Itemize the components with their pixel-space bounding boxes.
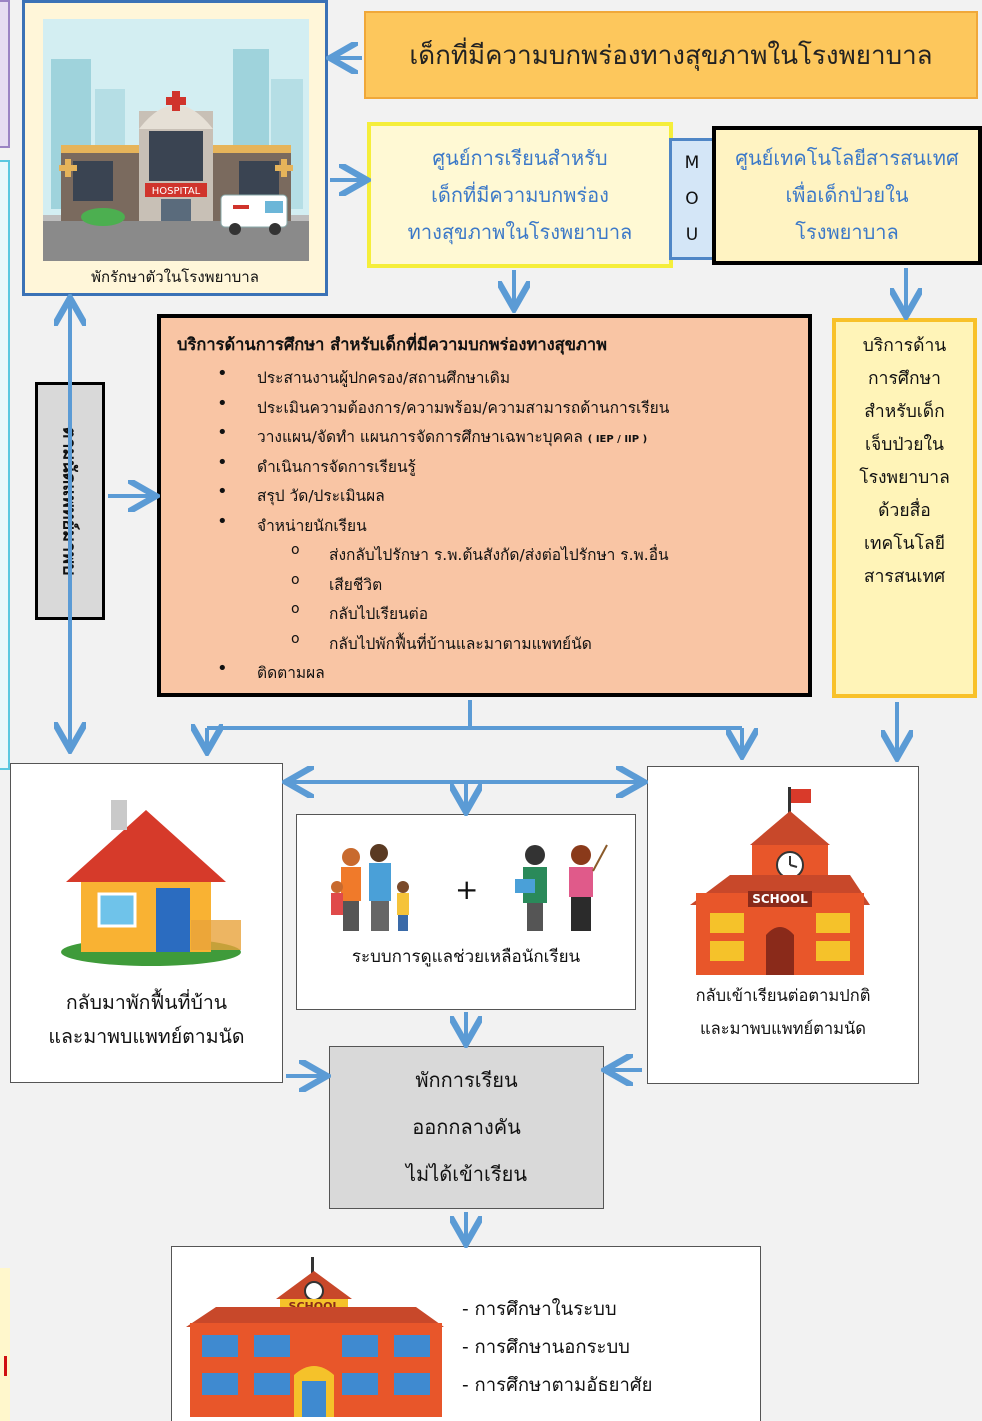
education-options-box: SCHOOL - การศึกษาในระบบ - การศึกษานอกระบ… (171, 1246, 761, 1421)
education-option: - การศึกษานอกระบบ (462, 1337, 630, 1358)
service-sub-item: กลับไปเรียนต่อ (177, 601, 808, 631)
home-line: และมาพบแพทย์ตามนัด (48, 1025, 245, 1048)
ict-service-line: การศึกษา (868, 369, 941, 389)
edge-mark-red (4, 1356, 7, 1376)
mou-letter: M (684, 153, 700, 173)
service-item: สรุป วัด/ประเมินผล (177, 481, 808, 513)
service-item: วางแผน/จัดทำ แผนการจัดการศึกษาเฉพาะบุคคล… (177, 422, 808, 454)
house-icon (61, 800, 241, 966)
ict-service-line: ด้วยสื่อ (878, 501, 931, 521)
ict-service-line: เทคโนโลยี (864, 534, 945, 554)
school-icon: SCHOOL (690, 787, 870, 975)
home-recovery-box: กลับมาพักฟื้นที่บ้าน และมาพบแพทย์ตามนัด (10, 763, 283, 1083)
iep-tag: ( IEP / IIP ) (587, 434, 648, 445)
school-line: กลับเข้าเรียนต่อตามปกติ (695, 986, 871, 1005)
hospital-label: พักรักษาตัวในโรงพยาบาล (91, 268, 259, 286)
dropout-line: พักการเรียน (415, 1068, 518, 1092)
learning-center-line: เด็กที่มีความบกพร่อง (431, 182, 609, 207)
home-line: กลับมาพักฟื้นที่บ้าน (65, 991, 228, 1014)
ict-center-box: ศูนย์เทคโนโลยีสารสนเทศ เพื่อเด็กป่วยใน โ… (712, 126, 982, 265)
doctor-appointment-label: ตามนัดแพทย์มาพบ (58, 426, 80, 576)
dropout-box: พักการเรียน ออกกลางคัน ไม่ได้เข้าเรียน (329, 1046, 604, 1209)
student-support-box: + ระบบการดูแลช่วยเหลือนักเรียน (296, 814, 636, 1010)
doctor-appointment-box: ตามนัดแพทย์มาพบ (35, 382, 105, 620)
hospital-box: HOSPITAL พักรักษาตัวในโรงพยาบาล (22, 0, 328, 296)
edge-box-purple (0, 0, 10, 148)
service-item: ประเมินความต้องการ/ความพร้อม/ความสามารถด… (177, 393, 808, 425)
ict-center-line: เพื่อเด็กป่วยใน (785, 183, 909, 207)
ict-service-line: สำหรับเด็ก (864, 402, 945, 422)
family-icon (331, 844, 409, 931)
learning-center-line: ทางสุขภาพในโรงพยาบาล (407, 219, 633, 244)
learning-center-line: ศูนย์การเรียนสำหรับ (432, 145, 608, 170)
mou-letter: U (685, 225, 699, 245)
ict-service-line: เจ็บป่วยใน (864, 435, 945, 455)
support-label: ระบบการดูแลช่วยเหลือนักเรียน (351, 947, 581, 967)
ict-service-line: โรงพยาบาล (859, 468, 950, 488)
dropout-line: ออกกลางคัน (412, 1115, 521, 1139)
ict-center-line: ศูนย์เทคโนโลยีสารสนเทศ (735, 146, 959, 170)
banner-title: เด็กที่มีความบกพร่องทางสุขภาพในโรงพยาบาล (364, 11, 978, 99)
edge-box-cyan (0, 160, 10, 770)
teachers-icon (515, 844, 608, 931)
service-sub-item: เสียชีวิต (177, 572, 808, 602)
hospital-sign: HOSPITAL (152, 186, 201, 197)
service-item: ติดตามผล (177, 658, 808, 690)
service-sub-item: ส่งกลับไปรักษา ร.พ.ต้นสังกัด/ส่งต่อไปรัก… (177, 542, 808, 572)
education-option: - การศึกษาตามอัธยาศัย (462, 1375, 653, 1396)
school-return-box: SCHOOL กลับเข้าเรียนต่อตามปกติ และมาพบแพ… (647, 766, 919, 1084)
school-line: และมาพบแพทย์ตามนัด (699, 1019, 866, 1038)
ict-service-line: สารสนเทศ (863, 567, 946, 587)
services-title: บริการด้านการศึกษา สำหรับเด็กที่มีความบก… (177, 335, 608, 354)
service-item: ดำเนินการจัดการเรียนรู้ (177, 452, 808, 484)
learning-center-box: ศูนย์การเรียนสำหรับ เด็กที่มีความบกพร่อง… (367, 122, 673, 268)
service-item: จำหน่ายนักเรียน (177, 511, 808, 543)
service-sub-item: กลับไปพักฟื้นที่บ้านและมาตามแพทย์นัด (177, 631, 808, 661)
school-building-icon: SCHOOL (186, 1257, 444, 1417)
mou-letter: O (685, 189, 699, 209)
plus-sign: + (455, 873, 479, 906)
ict-education-service-box: บริการด้าน การศึกษา สำหรับเด็ก เจ็บป่วยใ… (832, 318, 977, 698)
ict-center-line: โรงพยาบาล (795, 220, 899, 244)
hospital-illustration: HOSPITAL (43, 19, 309, 261)
school-sign: SCHOOL (752, 892, 808, 906)
mou-box: M O U (669, 138, 715, 260)
dropout-line: ไม่ได้เข้าเรียน (406, 1162, 527, 1186)
education-services-box: บริการด้านการศึกษา สำหรับเด็กที่มีความบก… (157, 314, 812, 697)
edge-box-yellow (0, 1268, 10, 1421)
service-item: ประสานงานผู้ปกครอง/สถานศึกษาเดิม (177, 363, 808, 395)
education-option: - การศึกษาในระบบ (462, 1299, 617, 1320)
ict-service-line: บริการด้าน (862, 336, 947, 356)
